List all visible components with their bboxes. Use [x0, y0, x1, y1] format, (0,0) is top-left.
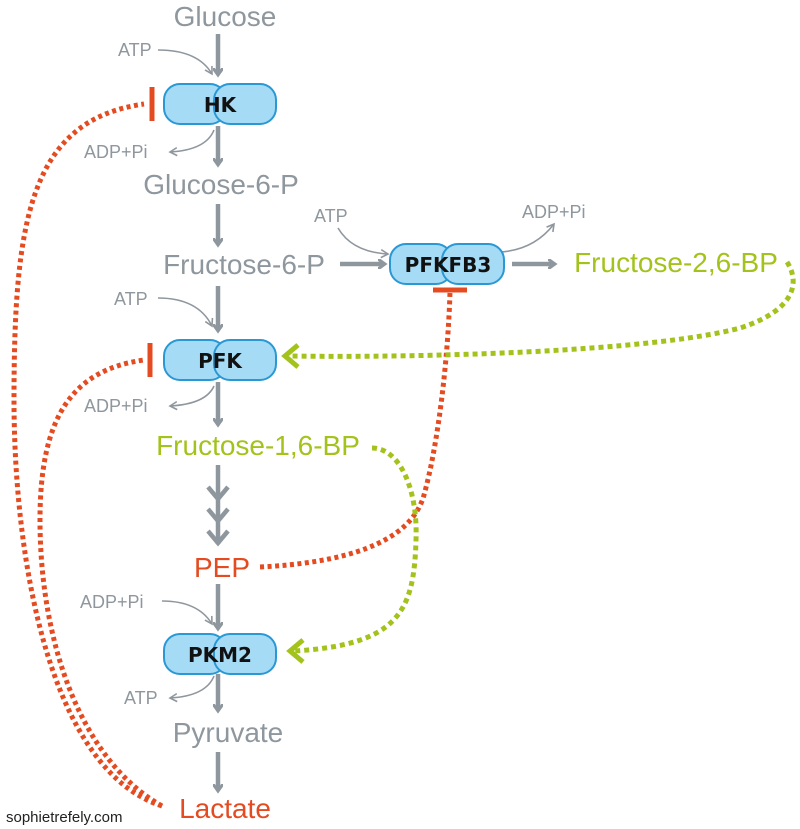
adp-out-pfkfb3-arrow	[499, 222, 555, 253]
lactate-inhibits-hk-line	[11, 101, 163, 809]
f16bp-activates-pkm2-line	[293, 445, 419, 654]
adp-pi-pfkfb3-label: ADP+Pi	[522, 202, 586, 222]
f26bp-activates-pfk-line	[289, 260, 796, 359]
glucose-label: Glucose	[174, 1, 277, 32]
multi-step-arrow	[206, 465, 230, 547]
atp-in-pfkfb3-arrow	[337, 227, 390, 259]
pep-inhibits-pfkfb3-line	[259, 291, 453, 570]
adp-pi-pfk-label: ADP+Pi	[84, 396, 148, 416]
pfk-label: PFK	[198, 349, 243, 373]
fructose26bp-label: Fructose-2,6-BP	[574, 247, 778, 278]
atp-in-pfk-arrow	[157, 297, 214, 328]
atp-pfkfb3-label: ATP	[314, 206, 348, 226]
pep-label: PEP	[194, 552, 250, 583]
enzyme-pkm2: PKM2	[163, 633, 277, 675]
atp-pkm2-label: ATP	[124, 688, 158, 708]
glucose6p-label: Glucose-6-P	[143, 169, 299, 200]
hk-lobe-right	[213, 83, 277, 125]
fructose6p-label: Fructose-6-P	[163, 249, 325, 280]
adp-pi-pkm2-label: ADP+Pi	[80, 592, 144, 612]
pfk-lobe-right	[213, 339, 277, 381]
pyruvate-label: Pyruvate	[173, 717, 284, 748]
atp-out-pkm2-arrow	[168, 675, 215, 703]
pfkfb3-lobe-right	[441, 243, 505, 285]
lactate-inhibits-pfk-line	[37, 357, 164, 809]
enzyme-pfk: PFK	[163, 339, 277, 381]
pkm2-label: PKM2	[188, 643, 252, 667]
inhibition-lines	[11, 87, 467, 809]
adp-out-hk-arrow	[168, 129, 215, 157]
chevron-1	[206, 485, 230, 503]
chevron-3	[206, 529, 230, 547]
atp-pfk-label: ATP	[114, 289, 148, 309]
adp-pi-hk-label: ADP+Pi	[84, 142, 148, 162]
atp-hk-label: ATP	[118, 40, 152, 60]
enzyme-pfkfb3: PFKFB3	[389, 243, 505, 285]
adp-out-pfk-arrow	[168, 385, 215, 411]
pkm2-lobe-right	[213, 633, 277, 675]
adp-in-pkm2-arrow	[161, 600, 213, 626]
pfk-activation-chevron	[281, 343, 300, 369]
fructose16bp-label: Fructose-1,6-BP	[156, 430, 360, 461]
cofactor-arrows	[157, 49, 555, 703]
atp-in-hk-arrow	[157, 49, 213, 76]
pkm2-activation-chevron	[286, 638, 305, 664]
site-credit: sophietrefely.com	[6, 809, 122, 826]
hk-label: HK	[204, 93, 238, 117]
lactate-label: Lactate	[179, 793, 271, 824]
pfkfb3-label: PFKFB3	[405, 253, 492, 277]
chevron-2	[206, 507, 230, 525]
activation-lines	[281, 260, 796, 664]
main-pathway-arrows	[206, 34, 554, 790]
enzyme-hk: HK	[163, 83, 277, 125]
